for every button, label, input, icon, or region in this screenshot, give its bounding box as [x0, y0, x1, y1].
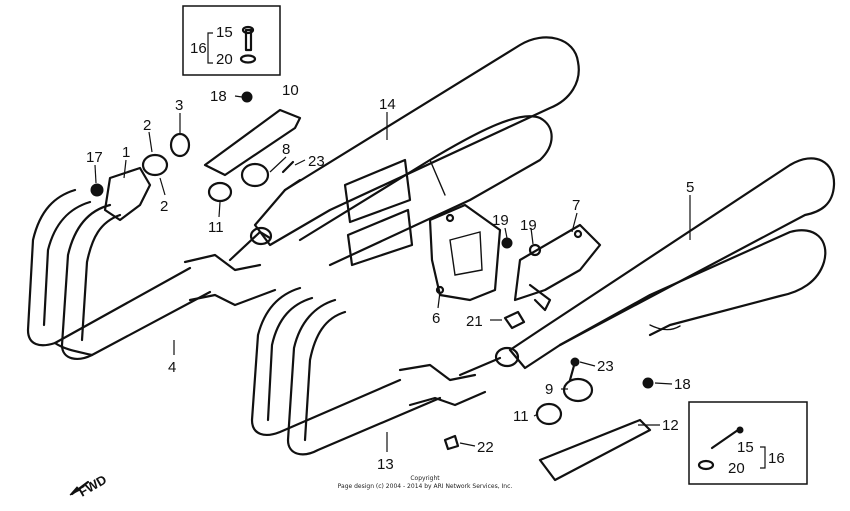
washer-icon — [697, 459, 715, 471]
callout-6: 6 — [432, 310, 440, 327]
callouts: 1 2 2 3 4 5 6 7 8 9 10 11 11 12 13 14 15… — [86, 24, 785, 477]
callout-12: 12 — [662, 417, 679, 434]
hardware-inset-bottom — [688, 401, 808, 485]
clamp-parts-upper — [207, 91, 295, 203]
bolt-icon — [281, 160, 295, 174]
heat-shield-12 — [538, 418, 652, 482]
nut-icon — [90, 183, 104, 197]
callout-19: 19 — [492, 212, 509, 229]
callout-1: 1 — [122, 144, 130, 161]
exhaust-pipes-13 — [250, 286, 520, 456]
callout-23: 23 — [308, 153, 325, 170]
bolt-icon — [244, 28, 253, 52]
leader-lines — [94, 95, 691, 452]
band-icon — [562, 377, 594, 403]
callout-21: 21 — [466, 313, 483, 330]
bracket-plate-6 — [428, 203, 502, 302]
callout-15: 15 — [216, 24, 233, 41]
exhaust-pipes-4 — [26, 188, 277, 360]
copyright-footer: Page design (c) 2004 - 2014 by ARI Netwo… — [338, 483, 513, 490]
callout-3: 3 — [175, 97, 183, 114]
callout-4: 4 — [168, 359, 176, 376]
callout-18: 18 — [674, 376, 691, 393]
flange-parts — [90, 132, 191, 222]
callout-5: 5 — [686, 179, 694, 196]
fwd-label: FWD — [76, 472, 109, 500]
callout-16: 16 — [190, 40, 207, 57]
callout-19: 19 — [520, 217, 537, 234]
muffler-brackets — [343, 158, 414, 267]
nut-icon — [642, 377, 654, 389]
nut-icon — [501, 237, 513, 249]
callout-22: 22 — [477, 439, 494, 456]
callout-17: 17 — [86, 149, 103, 166]
callout-10: 10 — [282, 82, 299, 99]
washer-icon — [528, 243, 542, 257]
callout-8: 8 — [282, 141, 290, 158]
callout-18: 18 — [210, 88, 227, 105]
callout-11: 11 — [513, 408, 529, 425]
washer-icon — [239, 54, 257, 64]
callout-13: 13 — [377, 456, 394, 473]
callout-15: 15 — [737, 439, 754, 456]
gasket-icon — [169, 132, 191, 158]
nut-icon — [241, 91, 253, 103]
callout-23: 23 — [597, 358, 614, 375]
nut-icon — [503, 310, 526, 330]
band-icon — [240, 162, 270, 188]
callout-20: 20 — [728, 460, 745, 477]
collar-icon — [535, 402, 563, 426]
nut-icon — [443, 434, 460, 451]
callout-16: 16 — [768, 450, 785, 467]
muffler-14 — [253, 36, 580, 267]
callout-7: 7 — [572, 197, 580, 214]
copyright-label: Copyright — [410, 475, 440, 482]
collar-icon — [207, 181, 233, 203]
bolt-icon — [710, 428, 740, 450]
bracket-7 — [513, 223, 602, 312]
callout-20: 20 — [216, 51, 233, 68]
forward-direction-indicator: FWD — [69, 472, 109, 500]
callout-2: 2 — [160, 198, 168, 215]
collar-icon — [141, 153, 169, 177]
callout-9: 9 — [545, 381, 553, 398]
callout-2: 2 — [143, 117, 151, 134]
hardware-inset-top — [182, 5, 281, 76]
callout-11: 11 — [208, 219, 224, 236]
flange-icon — [103, 166, 152, 222]
callout-14: 14 — [379, 96, 396, 113]
heat-shield-10 — [203, 108, 302, 177]
muffler-5 — [508, 157, 836, 370]
